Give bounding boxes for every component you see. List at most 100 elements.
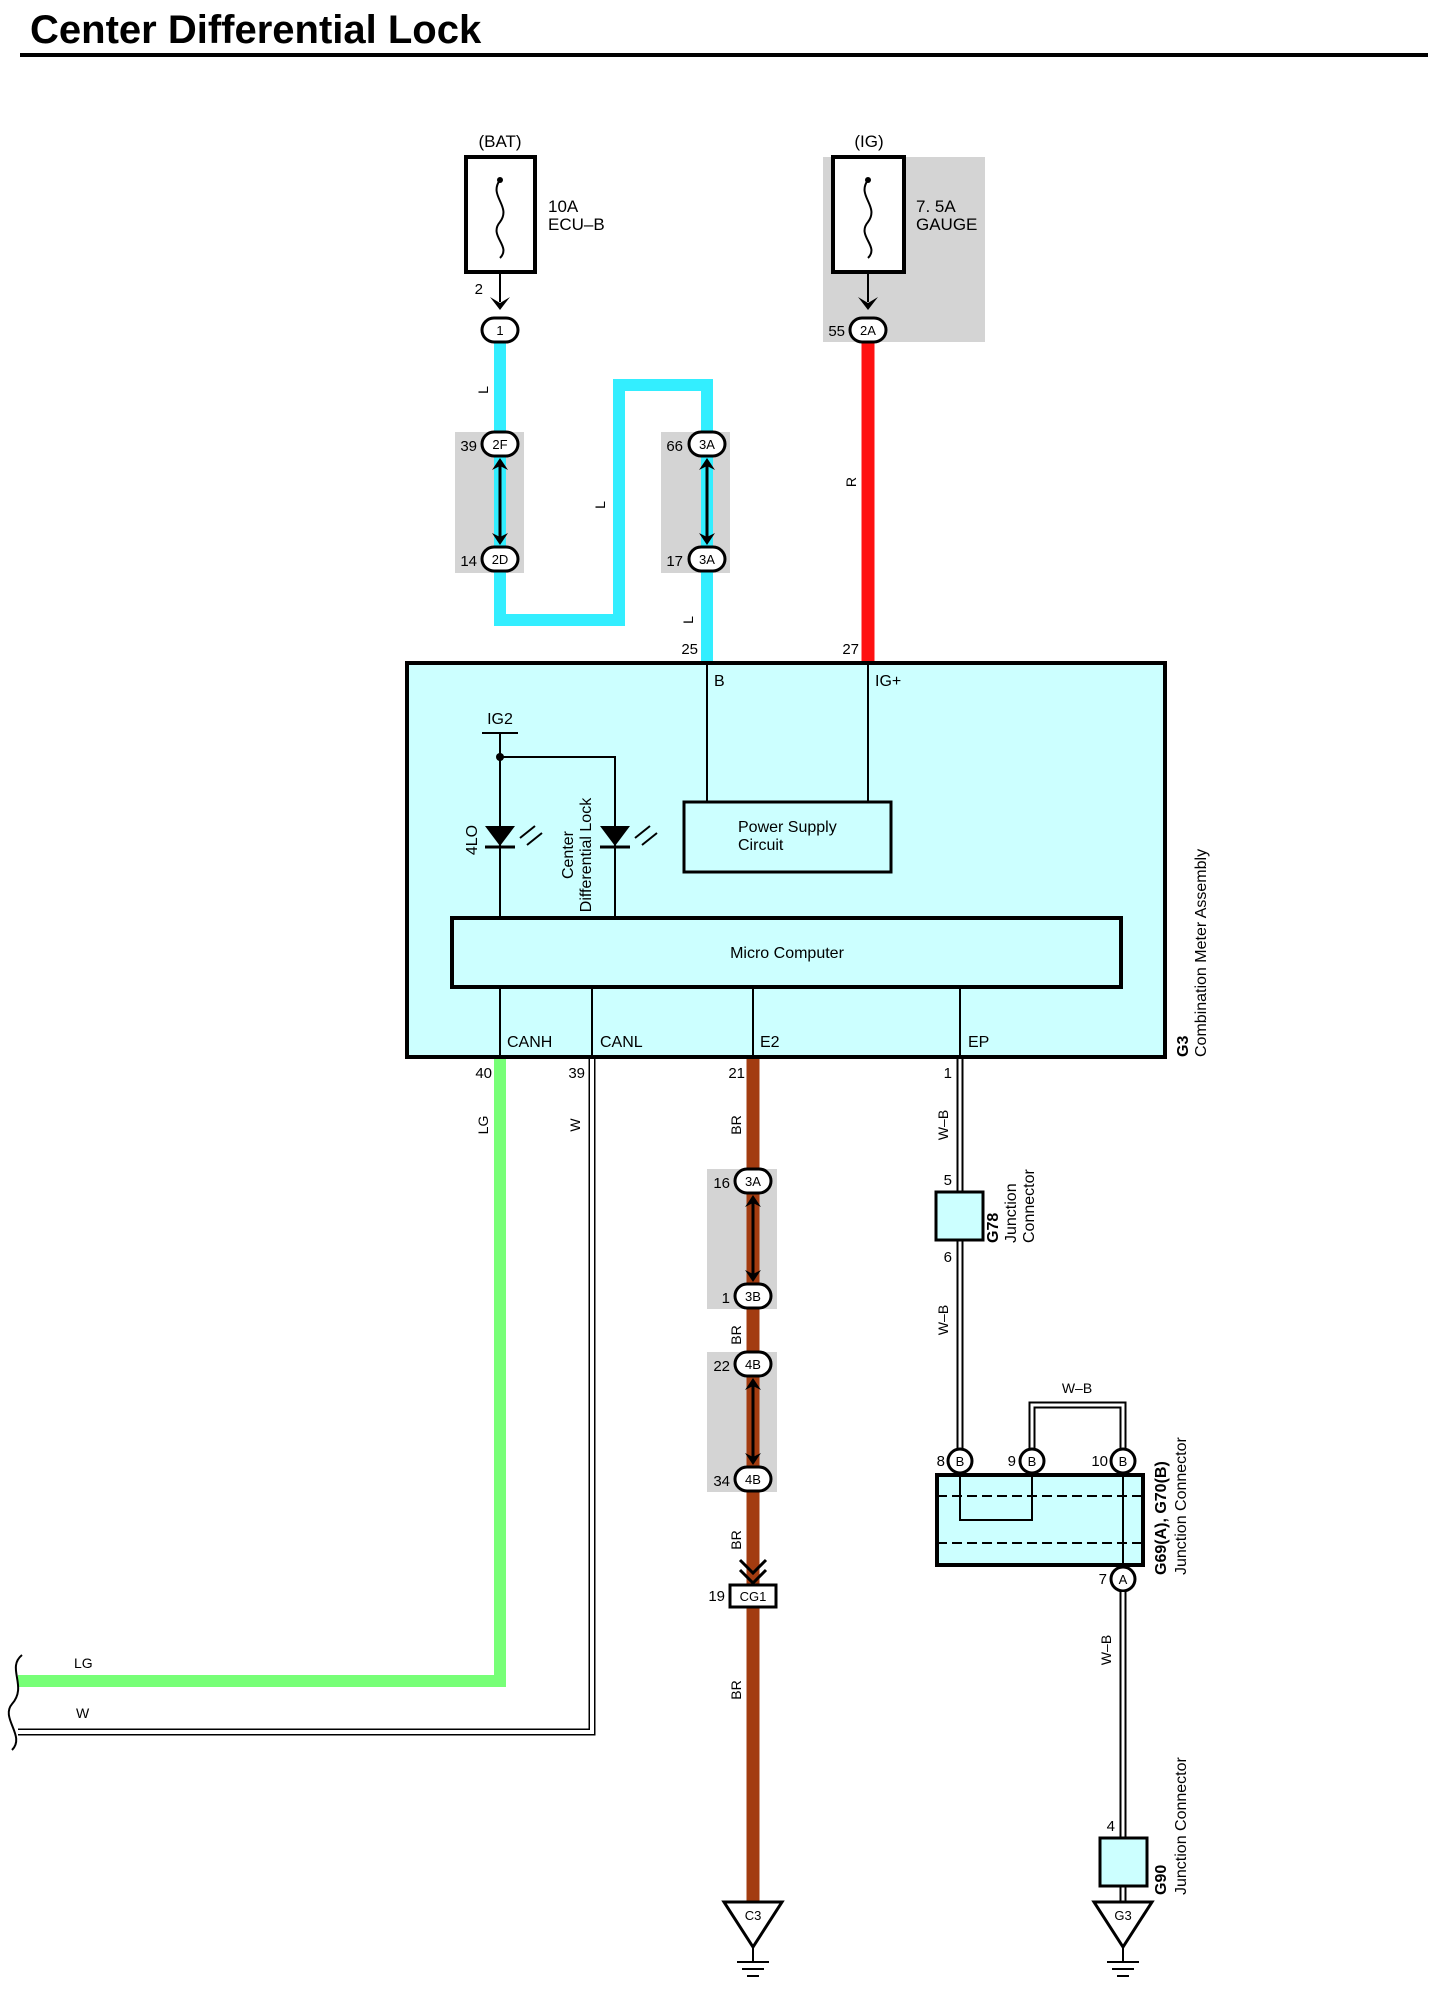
ig-fuse-dot xyxy=(865,177,871,183)
wire-label-br-3: BR xyxy=(728,1530,744,1549)
wire-label-br-2: BR xyxy=(728,1325,744,1344)
meter-code: G3 xyxy=(1175,1036,1192,1057)
svg-text:2A: 2A xyxy=(860,323,876,338)
wire-label-br-4: BR xyxy=(728,1680,744,1699)
svg-text:9: 9 xyxy=(1008,1453,1016,1470)
svg-text:1: 1 xyxy=(496,323,503,338)
cg1-arrow-icon xyxy=(738,1558,768,1586)
svg-text:A: A xyxy=(1119,1572,1128,1587)
svg-text:4: 4 xyxy=(1107,1818,1115,1835)
bat-fuse-name: ECU–B xyxy=(548,215,605,234)
wire-label-w: W xyxy=(567,1118,583,1132)
svg-text:B: B xyxy=(1028,1454,1037,1469)
svg-text:G78: G78 xyxy=(985,1213,1002,1243)
svg-text:22: 22 xyxy=(713,1358,730,1375)
connector-cg1: 19 CG1 xyxy=(708,1583,778,1609)
connector-4b-22: 22 4B xyxy=(713,1350,773,1378)
terminal-canh: CANH xyxy=(507,1034,552,1051)
pin-25: 25 xyxy=(681,641,698,658)
svg-text:19: 19 xyxy=(708,1588,725,1605)
svg-text:2F: 2F xyxy=(492,437,507,452)
pin-40: 40 xyxy=(475,1065,492,1082)
wire-label-wb-2: W–B xyxy=(935,1305,951,1335)
svg-text:B: B xyxy=(956,1454,965,1469)
wire-break-icon xyxy=(7,1654,23,1751)
svg-text:6: 6 xyxy=(944,1249,952,1266)
terminal-canl: CANL xyxy=(600,1034,643,1051)
wire-label-wb-3: W–B xyxy=(1098,1635,1114,1665)
ig-fuse-rating: 7. 5A xyxy=(916,197,956,216)
pin-21: 21 xyxy=(728,1065,745,1082)
ig2-label: IG2 xyxy=(487,711,513,728)
svg-text:Connector: Connector xyxy=(1021,1169,1038,1243)
wire-label-r: R xyxy=(843,477,859,487)
wire-w xyxy=(18,1059,594,1734)
bat-fuse-icon xyxy=(495,179,505,259)
svg-text:CG1: CG1 xyxy=(740,1589,767,1604)
led-4lo-label: 4LO xyxy=(464,825,481,855)
bat-arrow-icon xyxy=(490,297,510,310)
svg-text:1: 1 xyxy=(722,1290,730,1307)
led-cdl-label-1: Center xyxy=(560,830,577,879)
svg-text:2: 2 xyxy=(475,281,483,298)
wire-label-lg-2: LG xyxy=(74,1655,93,1671)
wire-label-l-3: L xyxy=(680,616,696,624)
connector-2d: 14 2D xyxy=(460,545,520,573)
connector-3a-66: 66 3A xyxy=(666,430,727,458)
svg-text:W–B: W–B xyxy=(1062,1380,1092,1396)
bat-label: (BAT) xyxy=(478,132,521,151)
ground-g3: G3 xyxy=(1091,1900,1155,1977)
ig-arrow-icon xyxy=(858,297,878,310)
svg-text:4B: 4B xyxy=(745,1472,761,1487)
svg-text:G69(A), G70(B): G69(A), G70(B) xyxy=(1153,1461,1170,1575)
connector-3a-17: 17 3A xyxy=(666,545,727,573)
svg-text:8: 8 xyxy=(937,1453,945,1470)
terminal-ig: IG+ xyxy=(875,673,901,690)
wire-label-lg: LG xyxy=(475,1116,491,1135)
svg-text:Junction: Junction xyxy=(1003,1183,1020,1243)
wire-label-l-1: L xyxy=(475,386,491,394)
svg-text:4B: 4B xyxy=(745,1357,761,1372)
svg-text:17: 17 xyxy=(666,553,683,570)
wire-label-wb-1: W–B xyxy=(935,1110,951,1140)
psu-label-2: Circuit xyxy=(738,837,784,854)
led-cdl-icon xyxy=(600,826,630,846)
svg-text:C3: C3 xyxy=(745,1908,762,1923)
connector-3b: 1 3B xyxy=(722,1282,773,1310)
svg-text:10: 10 xyxy=(1091,1453,1108,1470)
led-4lo-icon xyxy=(485,826,515,846)
ig-label: (IG) xyxy=(854,132,883,151)
svg-text:2D: 2D xyxy=(492,552,509,567)
ig-fuse-name: GAUGE xyxy=(916,215,977,234)
ig-fuse-icon xyxy=(863,179,873,259)
svg-text:3A: 3A xyxy=(745,1174,761,1189)
wire-label-w-2: W xyxy=(76,1705,90,1721)
power-supply-circuit xyxy=(682,800,893,874)
connector-2f: 39 2F xyxy=(460,430,520,458)
terminal-ep: EP xyxy=(968,1034,989,1051)
svg-text:14: 14 xyxy=(460,553,477,570)
svg-text:G90: G90 xyxy=(1153,1865,1170,1895)
svg-text:7: 7 xyxy=(1099,1571,1107,1588)
svg-text:39: 39 xyxy=(460,438,477,455)
svg-text:34: 34 xyxy=(713,1473,730,1490)
svg-text:55: 55 xyxy=(828,323,845,340)
junction-connector-g90: 4 G90 Junction Connector xyxy=(1098,1756,1190,1895)
svg-text:G3: G3 xyxy=(1114,1908,1131,1923)
svg-text:3B: 3B xyxy=(745,1289,761,1304)
terminal-b: B xyxy=(714,673,725,690)
pin-39: 39 xyxy=(568,1065,585,1082)
page-title: Center Differential Lock xyxy=(30,8,482,52)
led2-line xyxy=(500,756,616,918)
psu-label-1: Power Supply xyxy=(738,819,837,836)
pin-1: 1 xyxy=(944,1065,952,1082)
led-cdl-label-2: Differential Lock xyxy=(578,797,595,912)
junction-connector-g69-g70: W–B 8 B 9 B 10 B 7 A G69(A), G70(B) Junc… xyxy=(935,1380,1190,1593)
connector-3a-16: 16 3A xyxy=(713,1167,773,1195)
junction-connector-g78: 5 6 G78 Junction Connector xyxy=(934,1169,1038,1266)
led-cdl-rays-icon xyxy=(634,825,658,846)
wire-label-l-2: L xyxy=(592,501,608,509)
micro-computer xyxy=(450,916,1123,989)
terminal-e2: E2 xyxy=(760,1034,780,1051)
